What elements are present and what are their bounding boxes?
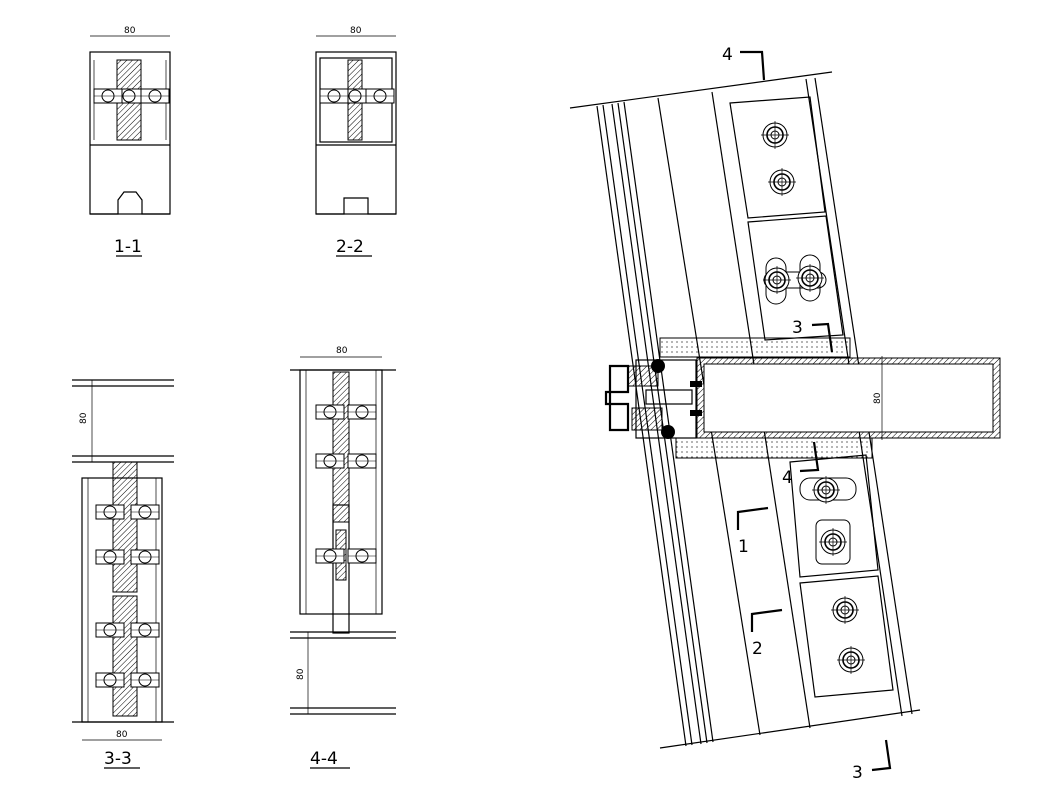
section-4-4: 80 80 4-4	[290, 346, 396, 769]
cut-marker-mid-3: 3	[792, 318, 803, 338]
section-label-3-3: 3-3	[104, 749, 132, 769]
cut-marker-top-4: 4	[722, 45, 733, 65]
dimension-4-4-height: 80	[296, 668, 306, 680]
section-label-4-4: 4-4	[310, 749, 338, 769]
section-label-1-1: 1-1	[114, 237, 142, 257]
dimension-main-tube: 80	[873, 392, 883, 404]
dimension-3-3-width: 80	[116, 730, 128, 740]
section-3-3: 80 80 3-3	[72, 379, 174, 769]
cut-marker-1: 1	[738, 537, 749, 557]
section-label-2-2: 2-2	[336, 237, 364, 257]
section-2-2: 80 2-2	[315, 26, 397, 257]
slotted-bolts-upper	[762, 254, 827, 305]
dimension-2-2: 80	[350, 26, 362, 36]
dimension-1-1: 80	[124, 26, 136, 36]
cut-marker-mid-4: 4	[782, 468, 793, 488]
cut-marker-bottom-3: 3	[852, 763, 863, 783]
main-connection-elevation: 80 4 3 4 1 2 3	[569, 45, 1001, 783]
dimension-4-4-width: 80	[336, 346, 348, 356]
cut-marker-2: 2	[752, 639, 763, 659]
section-1-1: 80 1-1	[89, 26, 171, 257]
dimension-3-3-height: 80	[79, 412, 89, 424]
